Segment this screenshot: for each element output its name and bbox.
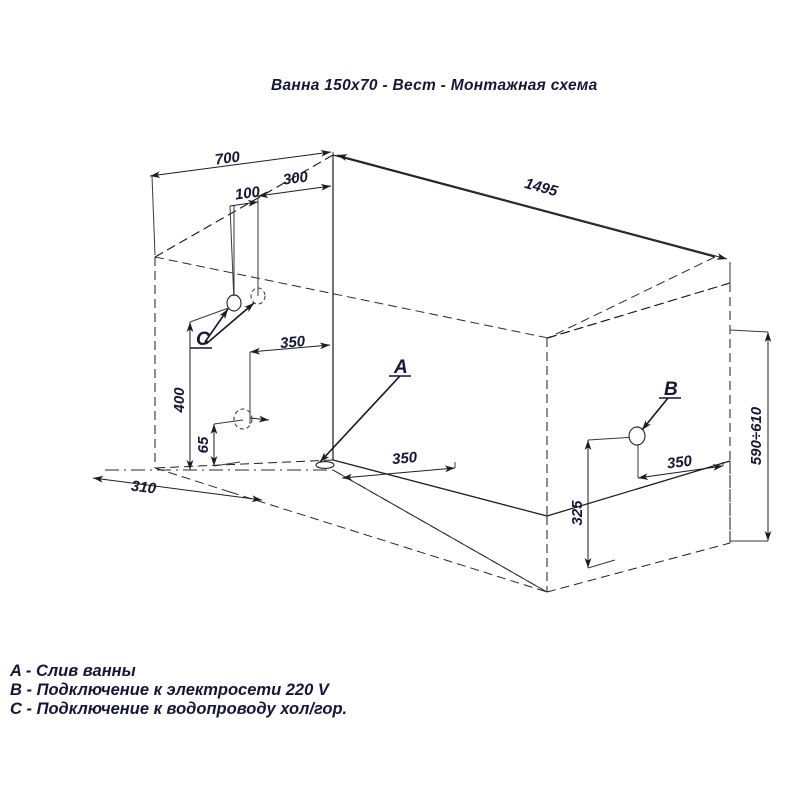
leader-a — [319, 375, 401, 463]
dimension-100-label: 100 — [234, 183, 262, 203]
dimension-350-b: 350 — [637, 443, 724, 480]
overflow-connection-icon[interactable] — [233, 408, 253, 430]
ext-400-top — [189, 305, 235, 323]
dimension-350-c-line — [249, 342, 331, 355]
dimension-325-label: 325 — [569, 500, 586, 526]
ext-65-bottom — [213, 461, 241, 467]
dimension-350-b-label: 350 — [666, 452, 694, 472]
top-rear-long-edge — [332, 154, 716, 258]
dimension-350-b-line — [637, 464, 724, 480]
legend: A - Слив ванны B - Подключение к электро… — [9, 662, 347, 718]
base-rear-left — [154, 467, 231, 493]
base-rear-long — [229, 491, 548, 593]
right-panel-top-edge — [546, 282, 731, 339]
legend-item-a: A - Слив ванны — [9, 662, 136, 680]
dimension-300: 300 — [257, 168, 332, 296]
dimension-350-drain: 350 — [341, 449, 456, 481]
leader-c-hot — [205, 302, 255, 345]
power-connection-icon[interactable] — [628, 426, 646, 446]
ext-65-top — [213, 419, 244, 425]
dimension-300-line — [257, 183, 332, 199]
skirt-diagonal-left — [332, 469, 548, 593]
dimension-350-c-label: 350 — [279, 333, 306, 352]
dimension-325: 325 — [569, 436, 638, 569]
ext-325-bottom — [587, 559, 616, 569]
ext-hr-top2 — [729, 329, 769, 333]
pointer-to-overflow — [249, 415, 270, 423]
dimension-1495-label: 1495 — [523, 175, 560, 200]
dimension-400: 400 — [171, 305, 235, 470]
dimension-310: 310 — [92, 475, 263, 503]
page-title: Ванна 150x70 - Вест - Монтажная схема — [271, 77, 598, 94]
dimension-400-label: 400 — [171, 387, 188, 414]
dimension-350-drain-label: 350 — [391, 449, 418, 468]
top-right-short-edge — [547, 256, 716, 339]
right-panel-bottom-edge — [546, 542, 731, 593]
legend-item-c: C - Подключение к водопроводу хол/гор. — [10, 700, 347, 718]
marker-a-label: A — [393, 357, 408, 378]
top-inner-long-edge — [154, 256, 549, 339]
dimension-65: 65 — [195, 419, 244, 467]
marker-c-label: C — [196, 329, 210, 350]
legend-item-b: B - Подключение к электросети 220 V — [10, 681, 331, 699]
bottom-left-short-edge — [154, 459, 334, 469]
dimension-350-drain-line — [341, 465, 456, 481]
dimension-300-label: 300 — [282, 168, 310, 188]
drain-group[interactable]: A — [315, 357, 411, 469]
water-connection-cold-icon[interactable] — [226, 294, 242, 312]
leader-c-cold — [204, 308, 229, 343]
water-connection-group[interactable]: C — [190, 287, 266, 350]
dimension-700-label: 700 — [214, 148, 242, 168]
dimension-height-range: 590÷610 — [729, 329, 772, 542]
dimension-1495-line — [336, 154, 728, 260]
dimension-310-line — [92, 475, 263, 503]
dimension-100: 100 — [229, 183, 262, 303]
drain-outlet-icon[interactable] — [315, 461, 335, 469]
dimension-height-range-label: 590÷610 — [748, 406, 765, 465]
dimension-700-line — [149, 149, 332, 179]
dimension-700: 700 — [149, 148, 334, 256]
power-connection-group[interactable]: B — [628, 379, 681, 446]
dimension-65-label: 65 — [195, 436, 212, 453]
leader-b — [641, 397, 669, 431]
dimension-1495: 1495 — [336, 154, 731, 285]
ext-700-left — [151, 175, 156, 256]
dimension-100-line — [229, 200, 259, 207]
ext-100-left — [229, 205, 235, 303]
dimension-310-label: 310 — [130, 478, 158, 498]
dimension-350-c: 350 — [249, 333, 331, 424]
marker-b-label: B — [664, 379, 678, 400]
